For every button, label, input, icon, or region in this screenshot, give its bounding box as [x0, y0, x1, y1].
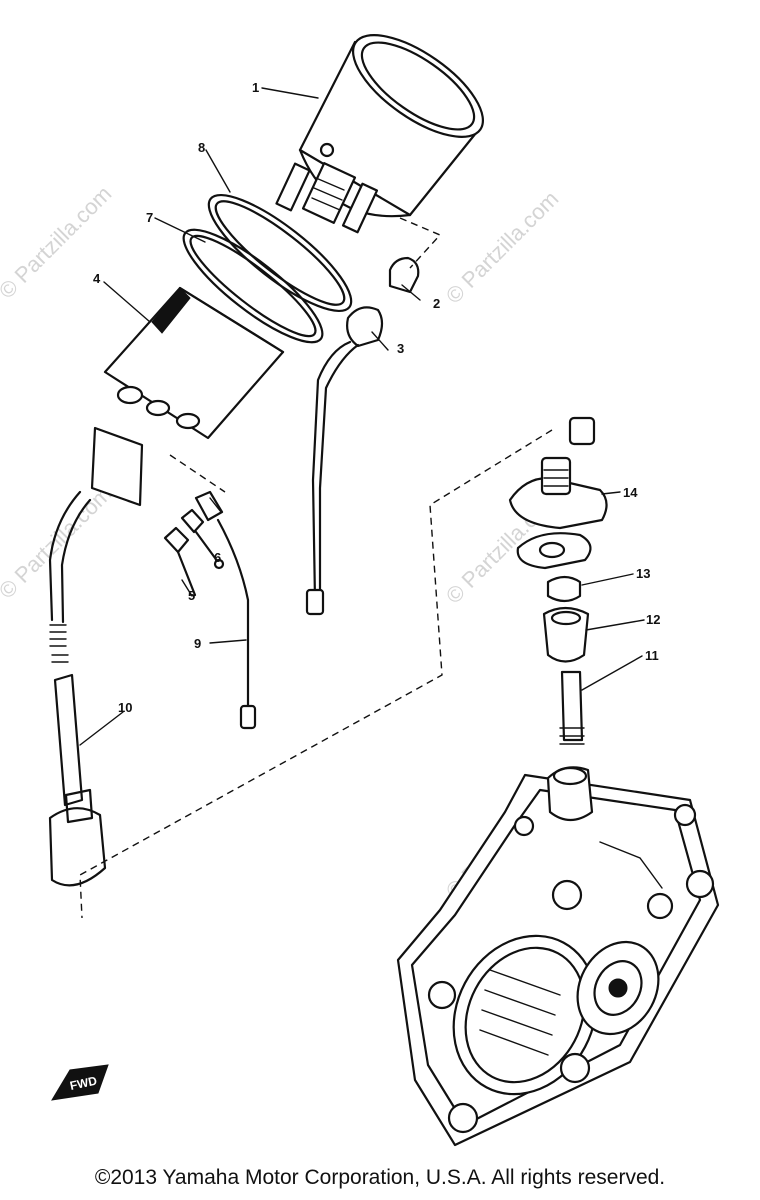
callout-5: 5 — [188, 588, 195, 603]
watermark-2: © Partzilla.com — [441, 186, 564, 309]
callout-3: 3 — [397, 341, 404, 356]
fwd-arrow-icon: FWD — [51, 1064, 109, 1101]
watermark-group: © Partzilla.com © Partzilla.com © Partzi… — [0, 181, 563, 904]
callout-7: 7 — [146, 210, 153, 225]
assembly-dashed-outline — [79, 429, 553, 919]
fwd-label: FWD — [69, 1074, 99, 1093]
callout-numbers: 1 2 3 4 5 6 7 8 9 10 11 12 13 14 — [93, 80, 660, 715]
callout-11: 11 — [645, 648, 659, 663]
callout-leaders — [79, 87, 645, 746]
callout-1: 1 — [252, 80, 259, 95]
part-lead-wire — [48, 426, 144, 887]
part-housing — [103, 286, 285, 493]
part-meter — [275, 34, 485, 234]
copyright-notice: ©2013 Yamaha Motor Corporation, U.S.A. A… — [94, 1166, 666, 1189]
callout-6: 6 — [214, 550, 221, 565]
callout-14: 14 — [623, 485, 638, 500]
part-socket-and-cable — [305, 217, 442, 616]
callout-9: 9 — [194, 636, 201, 651]
callout-8: 8 — [198, 140, 205, 155]
part-crankcase-cover — [396, 766, 720, 1147]
callout-13: 13 — [636, 566, 650, 581]
callout-2: 2 — [433, 296, 440, 311]
callout-4: 4 — [93, 271, 101, 286]
part-bulbs-and-wire — [163, 490, 257, 730]
part-drive-gear-stack — [508, 416, 608, 745]
watermark-3: © Partzilla.com — [0, 481, 116, 604]
part-rings — [182, 193, 353, 344]
callout-12: 12 — [646, 612, 660, 627]
callout-10: 10 — [118, 700, 132, 715]
